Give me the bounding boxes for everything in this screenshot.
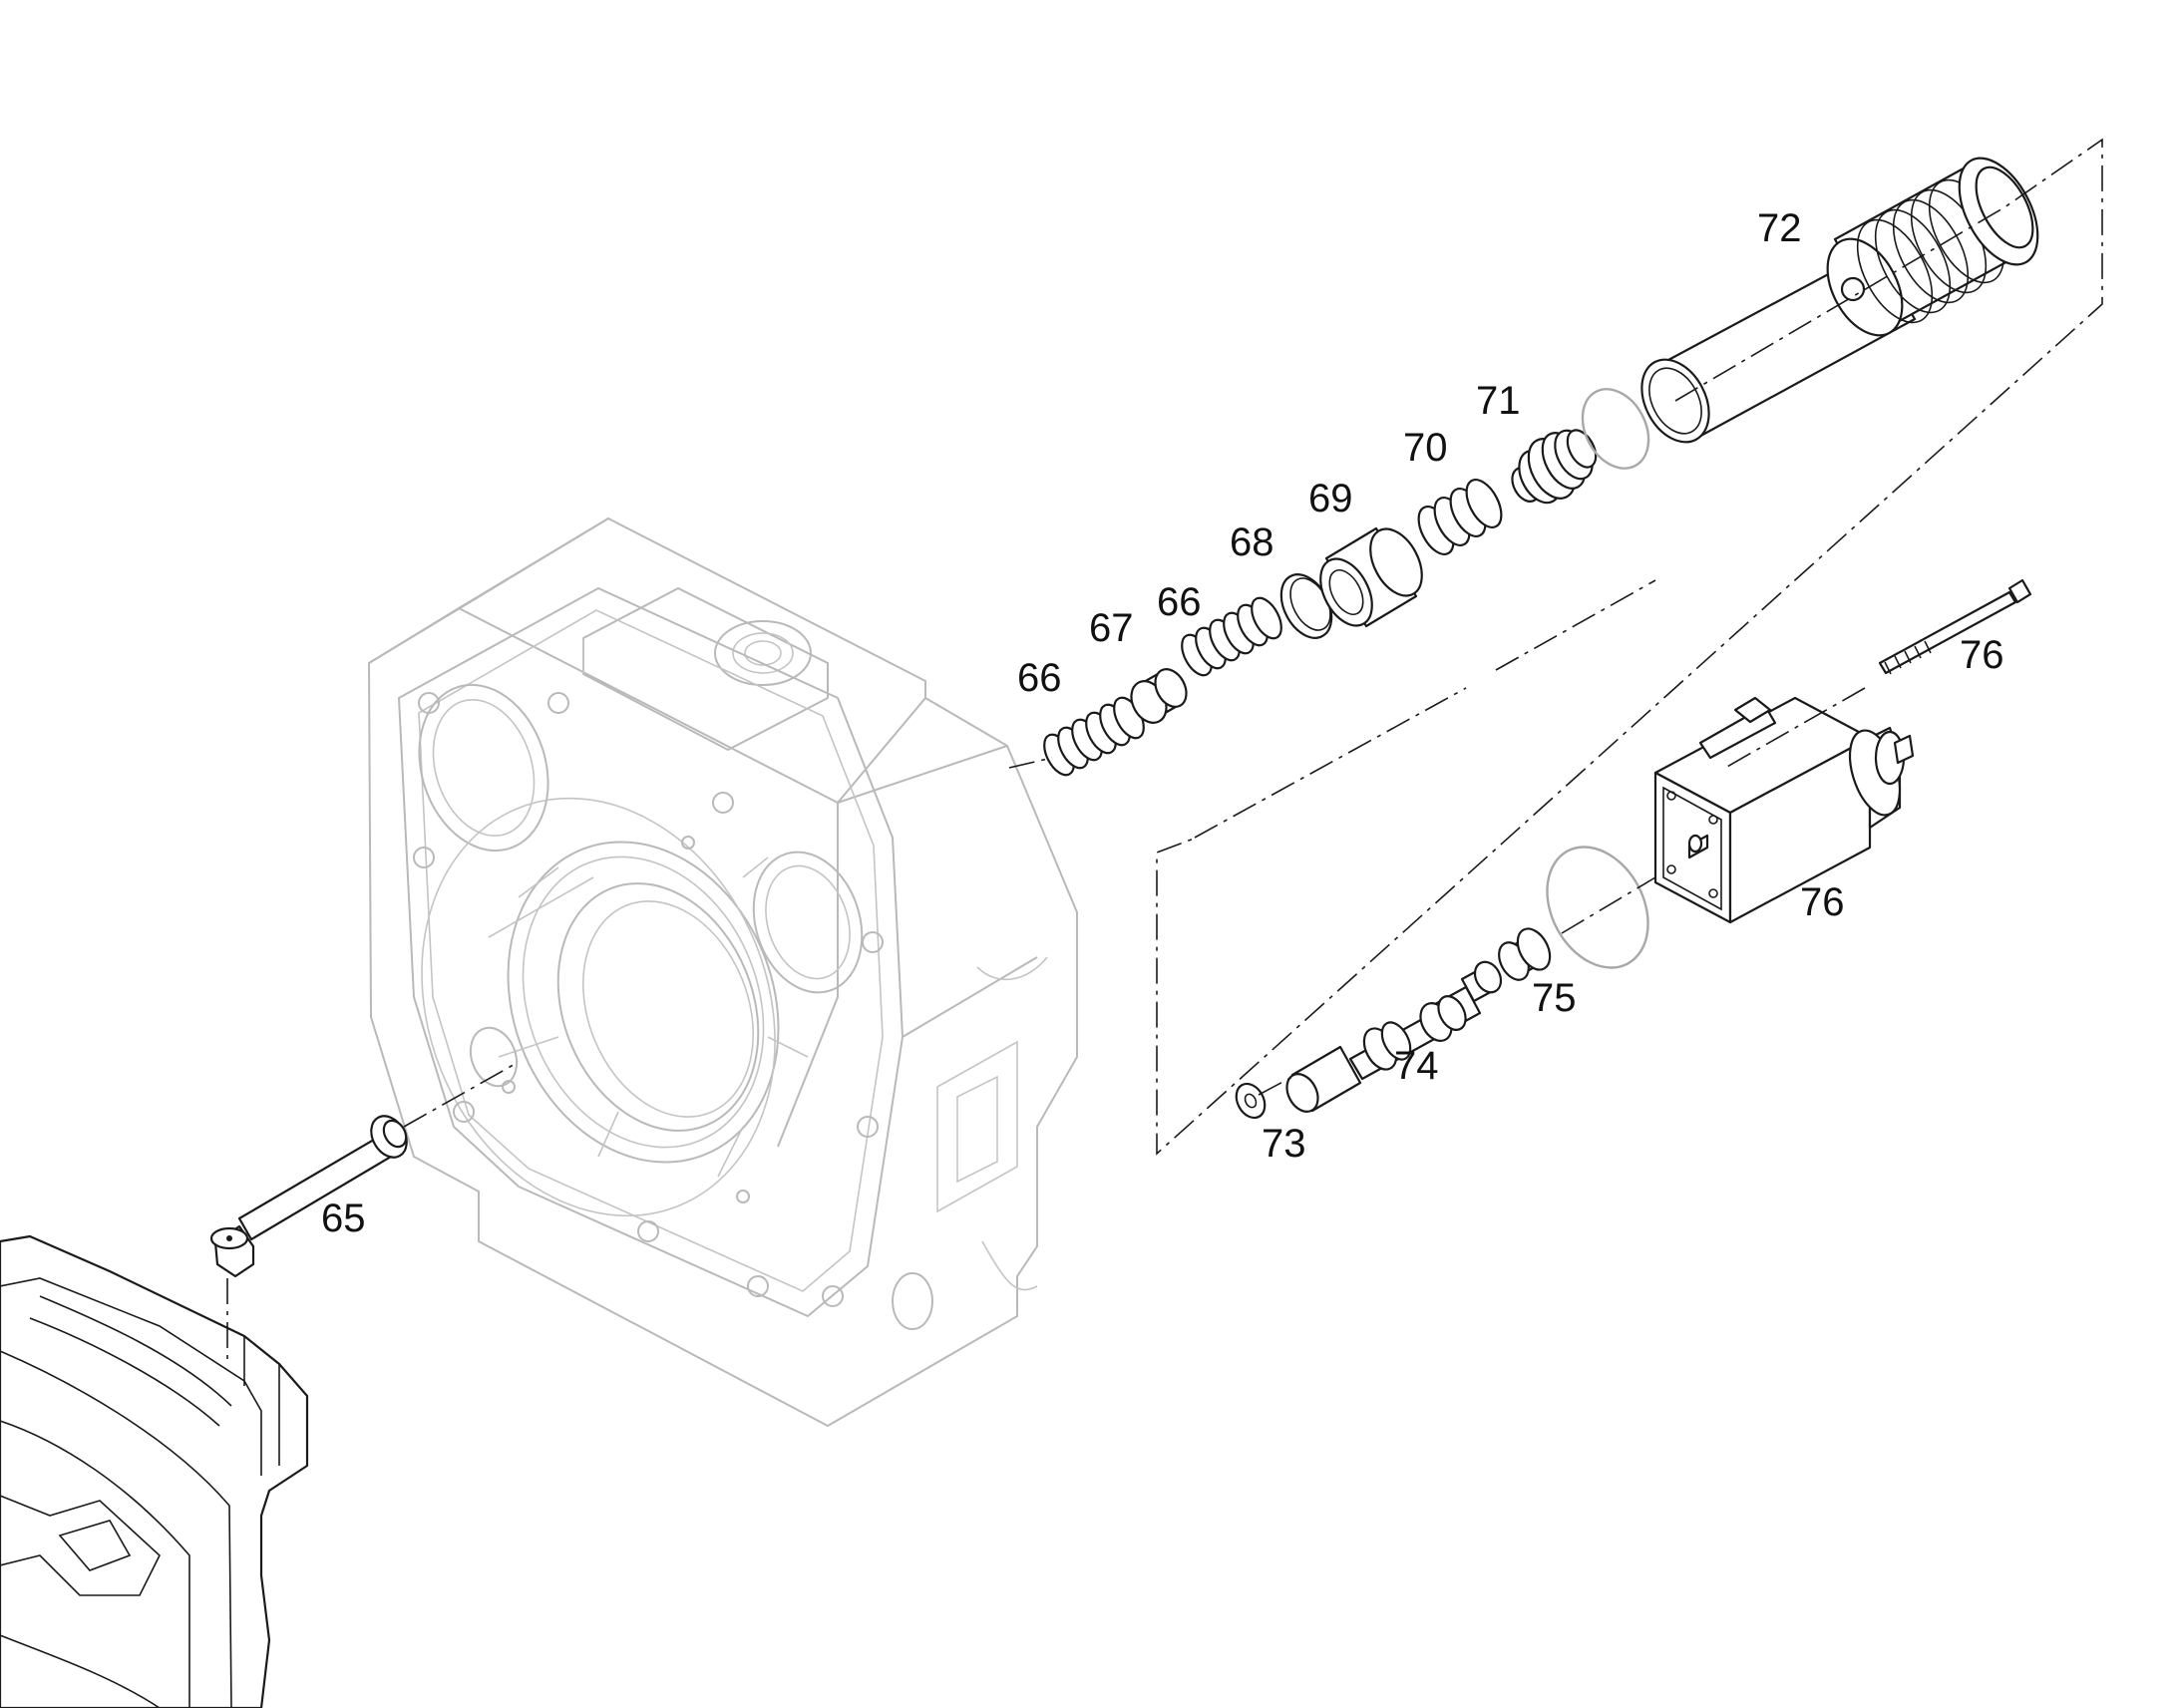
gearbox-case-fragment (0, 1234, 309, 1708)
callout-labels: 65 66 67 66 68 69 70 71 72 73 74 75 76 7… (321, 206, 2004, 1240)
callout-65: 65 (321, 1196, 366, 1240)
callout-71: 71 (1476, 379, 1521, 423)
callout-76-bolt: 76 (1960, 633, 2004, 677)
o-ring-upper (1581, 388, 1650, 470)
callout-66-left: 66 (1017, 656, 1062, 700)
part-67-valve-cap (1130, 668, 1188, 724)
gear-housing (368, 517, 1078, 1427)
part-75-nut (1498, 927, 1552, 981)
o-ring-lower (1546, 846, 1649, 969)
part-76-solenoid (1653, 696, 1915, 924)
callout-67: 67 (1089, 606, 1134, 650)
callout-66-right: 66 (1157, 580, 1202, 624)
part-74-valve-spool (1285, 960, 1503, 1113)
part-73-washer (1235, 1082, 1267, 1120)
callout-74: 74 (1394, 1044, 1439, 1088)
part-72-valve-sleeve (1640, 157, 2039, 444)
part-69-bushing (1319, 526, 1423, 628)
callout-76-solenoid: 76 (1800, 880, 1845, 924)
callout-70: 70 (1403, 426, 1448, 470)
part-65-pipe (209, 1115, 408, 1278)
callout-69: 69 (1308, 477, 1353, 520)
callout-73: 73 (1262, 1122, 1306, 1166)
callout-75: 75 (1532, 976, 1577, 1020)
callout-68: 68 (1230, 520, 1274, 564)
part-71-piston (1511, 429, 1598, 505)
part-66-spring-right (1181, 596, 1282, 677)
part-70-spring (1417, 479, 1503, 555)
callout-72: 72 (1757, 206, 1802, 250)
part-76-bolt (1878, 578, 2032, 675)
assembly-axis-lines (226, 138, 2103, 1366)
